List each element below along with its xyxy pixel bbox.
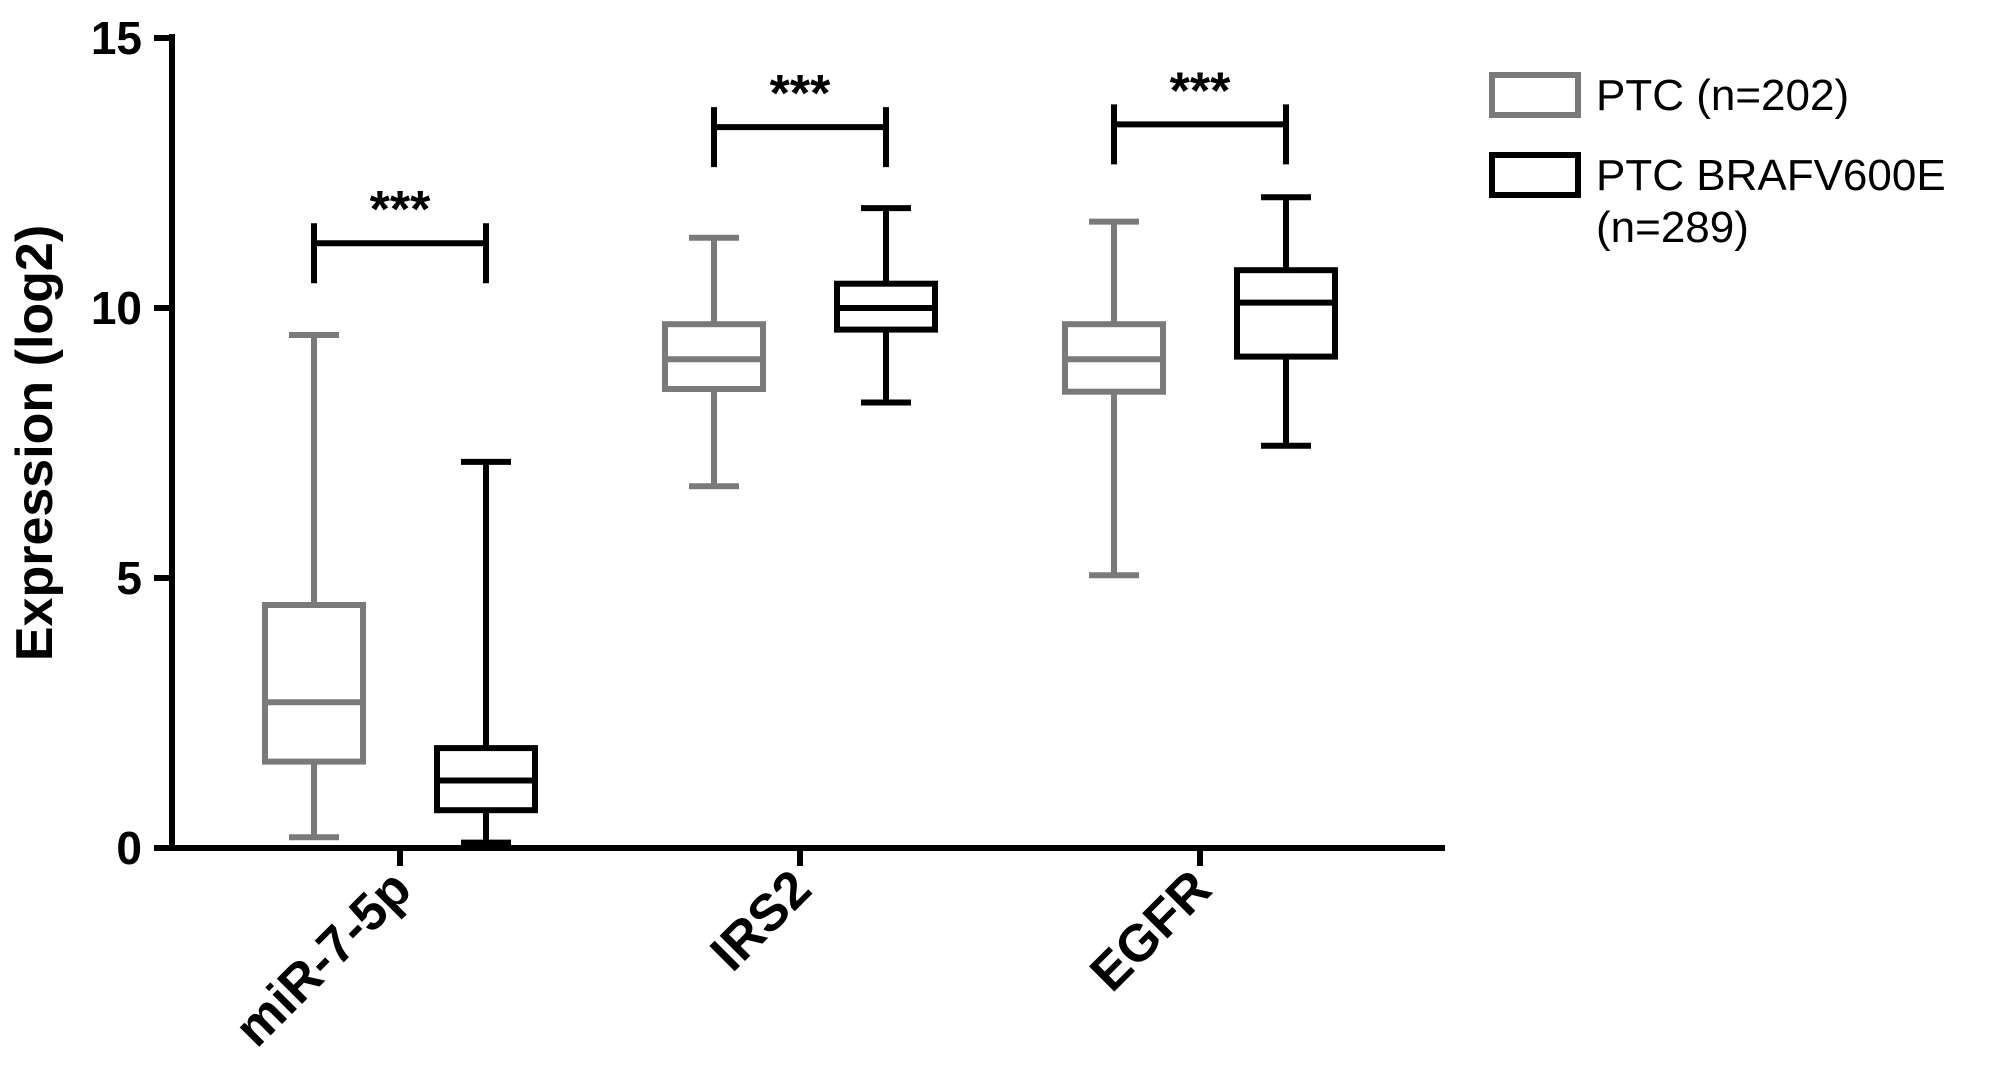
- y-tick-label: 5: [116, 552, 142, 604]
- significance-bracket: ***: [1111, 62, 1289, 165]
- category-label: miR-7-5p: [224, 859, 422, 1057]
- legend-item-1: PTC BRAFV600E(n=289): [1489, 151, 1946, 252]
- y-tick-label: 15: [91, 12, 142, 64]
- significance-label: ***: [370, 181, 431, 239]
- significance-layer: *** *** ***: [311, 62, 1289, 284]
- category-label: IRS2: [700, 859, 823, 982]
- significance-bracket: ***: [711, 65, 889, 168]
- boxes-layer: [262, 194, 1338, 846]
- category-label: EGFR: [1079, 859, 1222, 1002]
- legend: PTC (n=202) PTC BRAFV600E(n=289): [1489, 71, 1946, 252]
- legend-label: PTC (n=202): [1596, 71, 1849, 120]
- box-1-2: [1234, 194, 1338, 449]
- box-1-1: [834, 205, 938, 406]
- box-0-2: [1062, 218, 1166, 579]
- legend-swatch: [1489, 72, 1581, 118]
- legend-label: (n=289): [1596, 203, 1749, 252]
- y-tick-label: 0: [116, 822, 142, 874]
- significance-label: ***: [770, 65, 831, 123]
- box-1-0: [434, 458, 538, 846]
- box-body: [262, 602, 366, 765]
- box-0-1: [662, 234, 766, 490]
- legend-swatch: [1489, 152, 1581, 198]
- y-tick-label: 10: [91, 282, 142, 334]
- significance-bracket: ***: [311, 181, 489, 284]
- legend-item-0: PTC (n=202): [1489, 71, 1849, 120]
- legend-label: PTC BRAFV600E: [1596, 151, 1946, 200]
- box-body: [1234, 267, 1338, 360]
- significance-label: ***: [1170, 62, 1231, 120]
- box-0-0: [262, 332, 366, 841]
- y-axis-title: Expression (log2): [6, 225, 64, 661]
